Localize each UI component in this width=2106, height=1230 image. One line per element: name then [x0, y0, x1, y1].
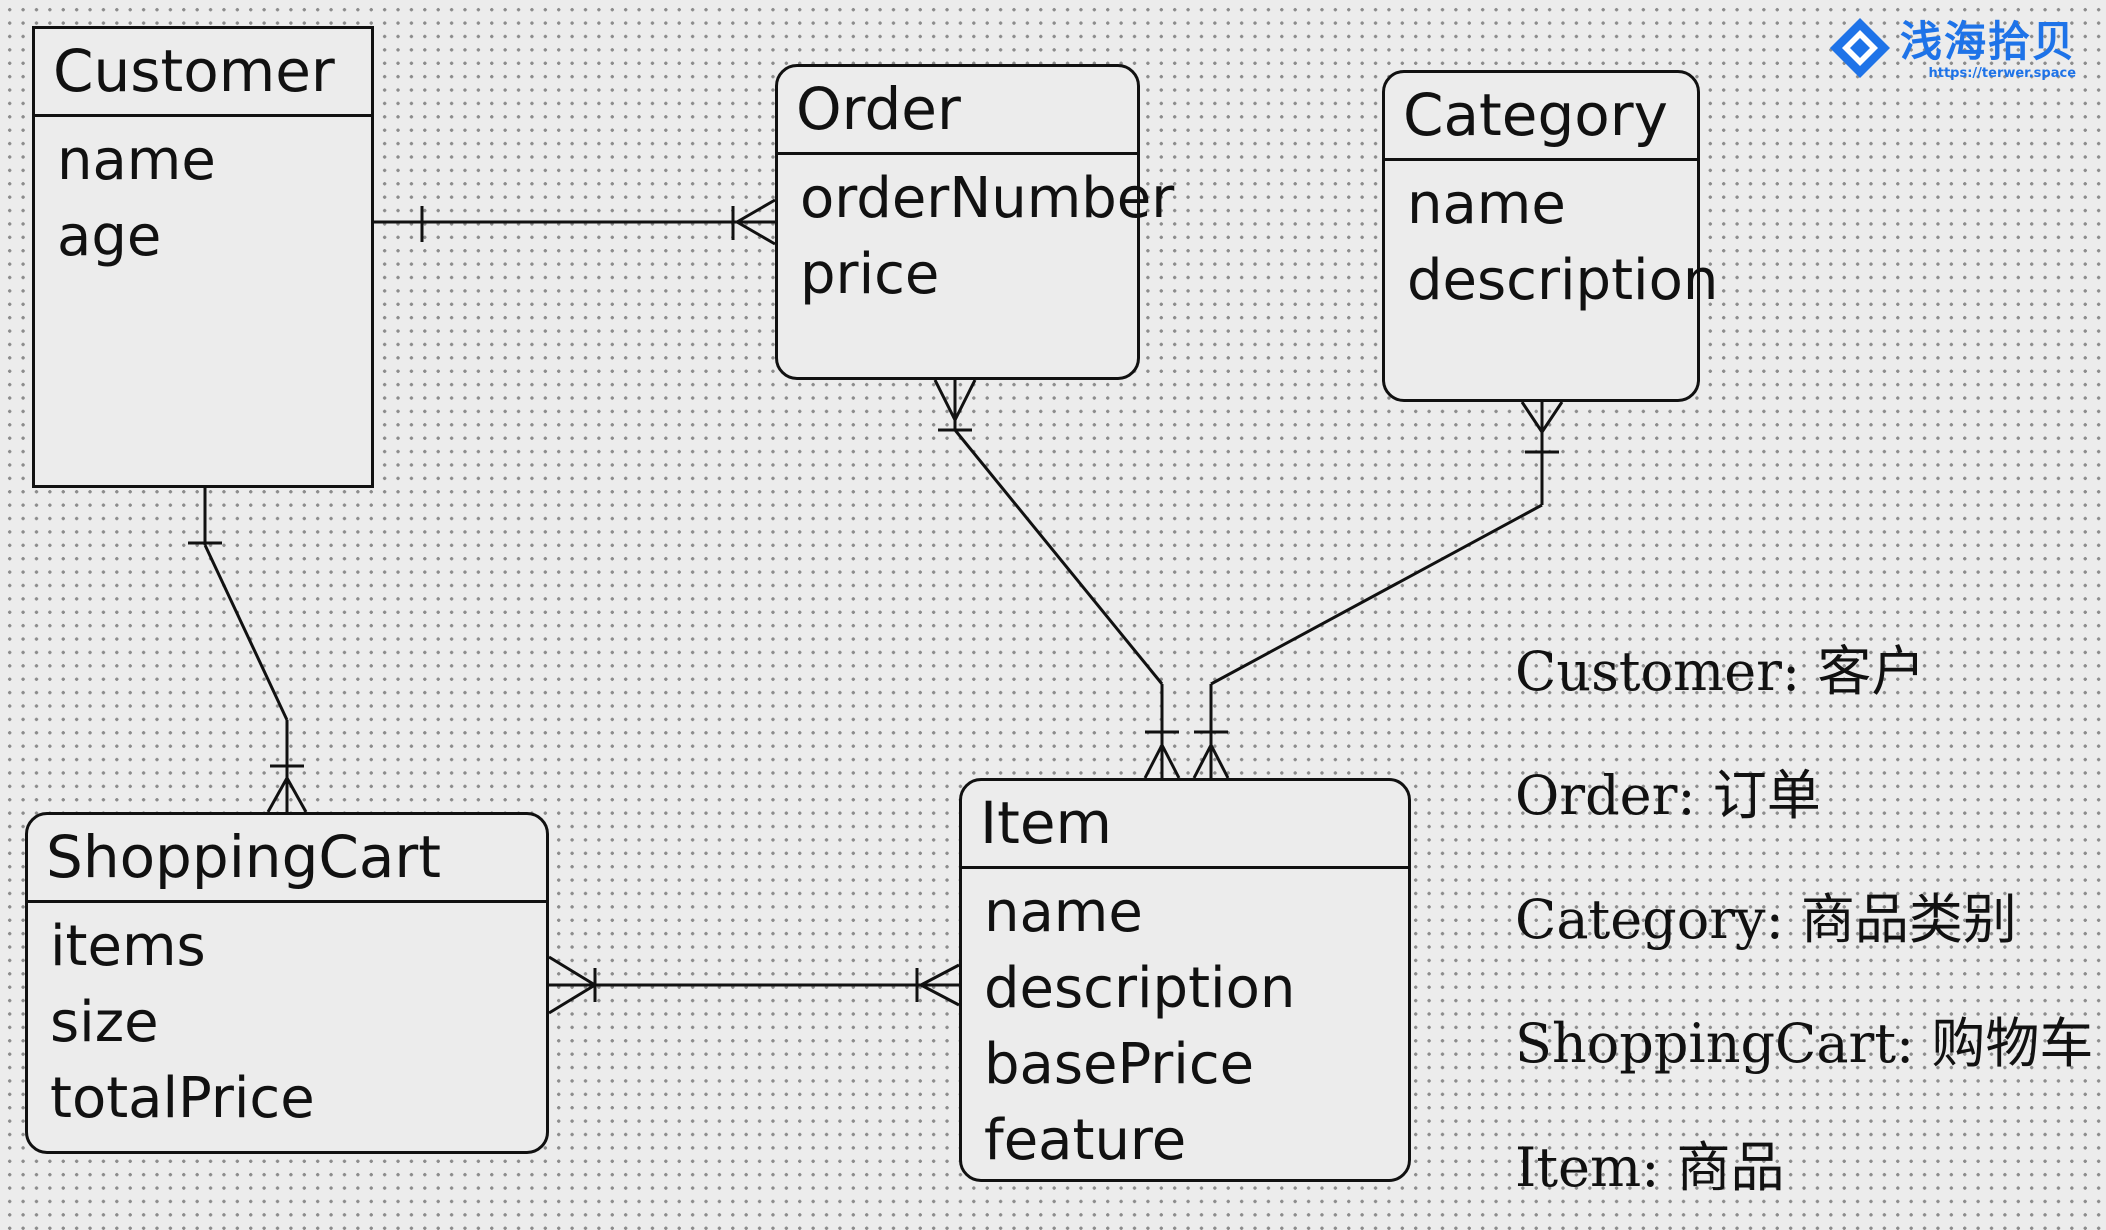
edge-customer-shoppingcart [188, 488, 308, 813]
edge-order-item [933, 379, 1181, 779]
entity-item: Item name description basePrice feature [959, 778, 1411, 1182]
legend-item: Item: 商品 [1515, 1136, 1785, 1199]
entity-shoppingcart: ShoppingCart items size totalPrice [25, 812, 549, 1154]
edge-customer-order [374, 198, 776, 246]
watermark-text: 浅海拾贝 [1900, 16, 2077, 66]
entity-customer: Customer name age [32, 26, 374, 488]
entity-title: Customer [35, 29, 371, 117]
attribute-list: name age [35, 117, 371, 275]
attribute: size [50, 990, 159, 1055]
attribute: totalPrice [50, 1066, 315, 1131]
attribute-list: items size totalPrice [28, 903, 546, 1137]
legend-item: Customer: 客户 [1515, 640, 1926, 703]
attribute: name [57, 128, 216, 193]
entity-title: Category [1385, 73, 1697, 161]
legend-item: Order: 订单 [1515, 764, 1821, 827]
edge-shoppingcart-item [548, 955, 960, 1015]
watermark: 浅海拾贝 https://terwer.space [1828, 16, 2076, 84]
entity-order: Order orderNumber price [775, 64, 1175, 380]
attribute: description [984, 956, 1296, 1021]
edge-category-item [1192, 401, 1564, 779]
watermark-url: https://terwer.space [1928, 65, 2077, 81]
attribute: name [1407, 172, 1566, 237]
attribute: orderNumber [800, 166, 1175, 231]
attribute: price [800, 242, 940, 307]
entity-title: Item [962, 781, 1408, 869]
attribute: name [984, 880, 1143, 945]
attribute: age [57, 204, 162, 269]
watermark-text-block: 浅海拾贝 https://terwer.space [1900, 16, 2077, 81]
attribute: feature [984, 1108, 1187, 1173]
translation-legend: Customer: 客户 Order: 订单 Category: 商品类别 Sh… [1515, 610, 2093, 1230]
attribute-list: name description [1385, 161, 1719, 319]
entity-category: Category name description [1382, 70, 1719, 402]
entity-title: Order [778, 67, 1137, 155]
legend-item: ShoppingCart: 购物车 [1515, 1012, 2094, 1075]
watermark-logo-icon [1828, 16, 1892, 84]
entity-title: ShoppingCart [28, 815, 546, 903]
attribute: items [50, 914, 206, 979]
attribute-list: name description basePrice feature [962, 869, 1408, 1179]
attribute: description [1407, 248, 1719, 313]
legend-item: Category: 商品类别 [1515, 888, 2017, 951]
attribute-list: orderNumber price [778, 155, 1175, 313]
attribute: basePrice [984, 1032, 1255, 1097]
